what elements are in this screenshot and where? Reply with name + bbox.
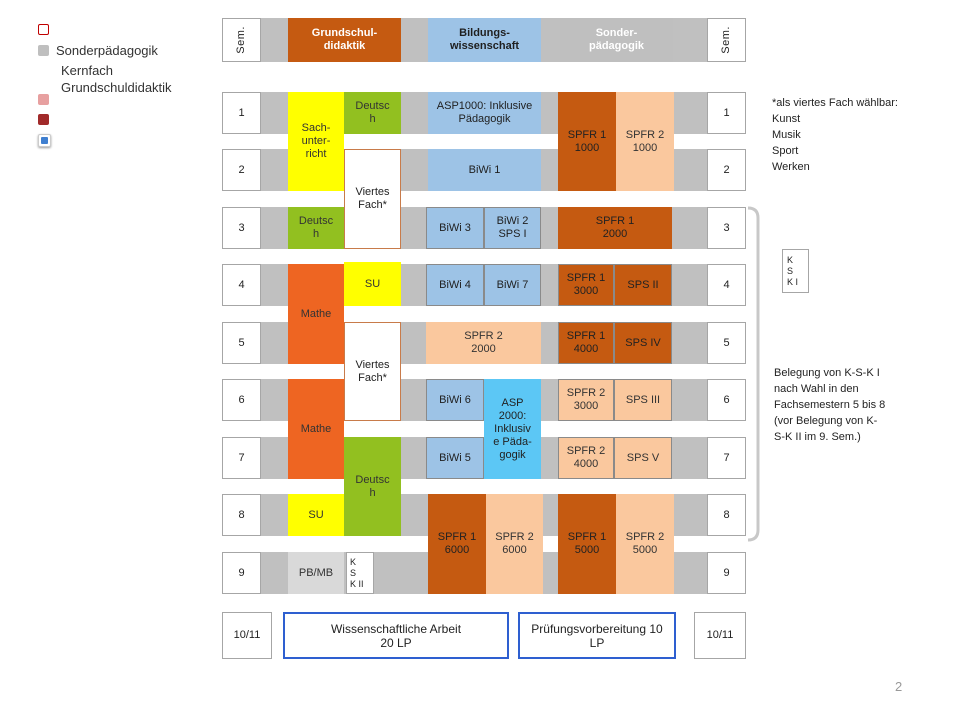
cell-biwi5: BiWi 5 [426, 437, 484, 479]
cell-spfr2-3000: SPFR 2 3000 [558, 379, 614, 421]
cell-spfr1-6000: SPFR 1 6000 [428, 494, 486, 594]
cell-spfr2-2000: SPFR 2 2000 [426, 322, 541, 364]
cell-spfr2-4000: SPFR 2 4000 [558, 437, 614, 479]
bracket-icon [747, 206, 760, 542]
sem-label-right-4: 4 [707, 264, 746, 306]
cell-sps4: SPS IV [614, 322, 672, 364]
cell-su-sem8: SU [288, 494, 344, 536]
cell-deutsch-sem1: Deutsc h [344, 92, 401, 134]
cell-mathe-1: Mathe [288, 264, 344, 364]
cell-biwi4: BiWi 4 [426, 264, 484, 306]
sem-label-right-5: 5 [707, 322, 746, 364]
cell-spfr1-4000: SPFR 1 4000 [558, 322, 614, 364]
note-ksk1-box: K S K I [782, 249, 809, 293]
sem-label-right-10-11: 10/11 [694, 612, 746, 659]
cell-asp2000: ASP 2000: Inklusiv e Päda- gogik [484, 379, 541, 479]
header-grundschuldidaktik: Grundschul- didaktik [288, 18, 401, 62]
legend-label-kernfach: Kernfach Grundschuldidaktik [61, 63, 172, 95]
header-sonderpaedagogik: Sonder- pädagogik [560, 18, 673, 62]
sem-label-left-4: 4 [222, 264, 261, 306]
cell-sps2: SPS II [614, 264, 672, 306]
cell-ksk-2: K S K II [346, 552, 374, 594]
cell-spfr1-3000: SPFR 1 3000 [558, 264, 614, 306]
cell-spfr1-1000: SPFR 1 1000 [558, 92, 616, 191]
sem-label-left-10-11: 10/11 [222, 612, 272, 659]
cell-spfr1-2000: SPFR 1 2000 [558, 207, 672, 249]
sem-label-left-1: 1 [222, 92, 261, 134]
cell-viertes-fach-2: Viertes Fach* [344, 322, 401, 421]
cell-su-sem4: SU [344, 262, 401, 306]
legend-swatch-4 [38, 94, 49, 105]
cell-deutsch-sem7: Deutsc h [344, 437, 401, 536]
legend-swatch-2 [38, 45, 49, 56]
cell-pb-mb: PB/MB [288, 552, 344, 594]
note-viertes-fach: *als viertes Fach wählbar: Kunst Musik S… [772, 97, 898, 173]
sem-label-right-9: 9 [707, 552, 746, 594]
cell-asp1000: ASP1000: Inklusive Pädagogik [428, 92, 541, 134]
cell-spfr2-6000: SPFR 2 6000 [486, 494, 543, 594]
sem-header-left: Sem. [222, 18, 261, 62]
sem-label-right-3: 3 [707, 207, 746, 249]
sem-label-right-2: 2 [707, 149, 746, 191]
sem-label-right-8: 8 [707, 494, 746, 536]
cell-sps5: SPS V [614, 437, 672, 479]
sem-label-right-1: 1 [707, 92, 746, 134]
cell-viertes-fach-1: Viertes Fach* [344, 149, 401, 249]
cell-biwi2-sps1: BiWi 2 SPS I [484, 207, 541, 249]
legend-swatch-1 [38, 24, 49, 35]
sem-label-left-2: 2 [222, 149, 261, 191]
sem-label-left-5: 5 [222, 322, 261, 364]
sem-label-right-6: 6 [707, 379, 746, 421]
cell-spfr2-5000: SPFR 2 5000 [616, 494, 674, 594]
cell-biwi6: BiWi 6 [426, 379, 484, 421]
cell-biwi1: BiWi 1 [428, 149, 541, 191]
legend-swatch-6-inner [41, 137, 48, 144]
cell-sachunterricht: Sach- unter- richt [288, 92, 344, 191]
page-number: 2 [895, 679, 903, 694]
note-belegung: Belegung von K-S-K I nach Wahl in den Fa… [774, 367, 886, 443]
cell-spfr2-1000: SPFR 2 1000 [616, 92, 674, 191]
cell-spfr1-5000: SPFR 1 5000 [558, 494, 616, 594]
sem-header-right: Sem. [707, 18, 746, 62]
sem-label-right-7: 7 [707, 437, 746, 479]
cell-biwi3: BiWi 3 [426, 207, 484, 249]
legend-label-sonder: Sonderpädagogik [56, 43, 158, 58]
legend-swatch-5 [38, 114, 49, 125]
sem-label-left-7: 7 [222, 437, 261, 479]
sem-label-left-9: 9 [222, 552, 261, 594]
cell-biwi7: BiWi 7 [484, 264, 541, 306]
sem-label-left-3: 3 [222, 207, 261, 249]
cell-mathe-2: Mathe [288, 379, 344, 479]
cell-deutsch-sem3: Deutsc h [288, 207, 344, 249]
header-bildungswissenschaft: Bildungs- wissenschaft [428, 18, 541, 62]
cell-sps3: SPS III [614, 379, 672, 421]
sem-label-left-8: 8 [222, 494, 261, 536]
cell-wissenschaftliche-arbeit: Wissenschaftliche Arbeit 20 LP [283, 612, 509, 659]
cell-pruefungsvorbereitung: Prüfungsvorbereitung 10 LP [518, 612, 676, 659]
sem-label-left-6: 6 [222, 379, 261, 421]
